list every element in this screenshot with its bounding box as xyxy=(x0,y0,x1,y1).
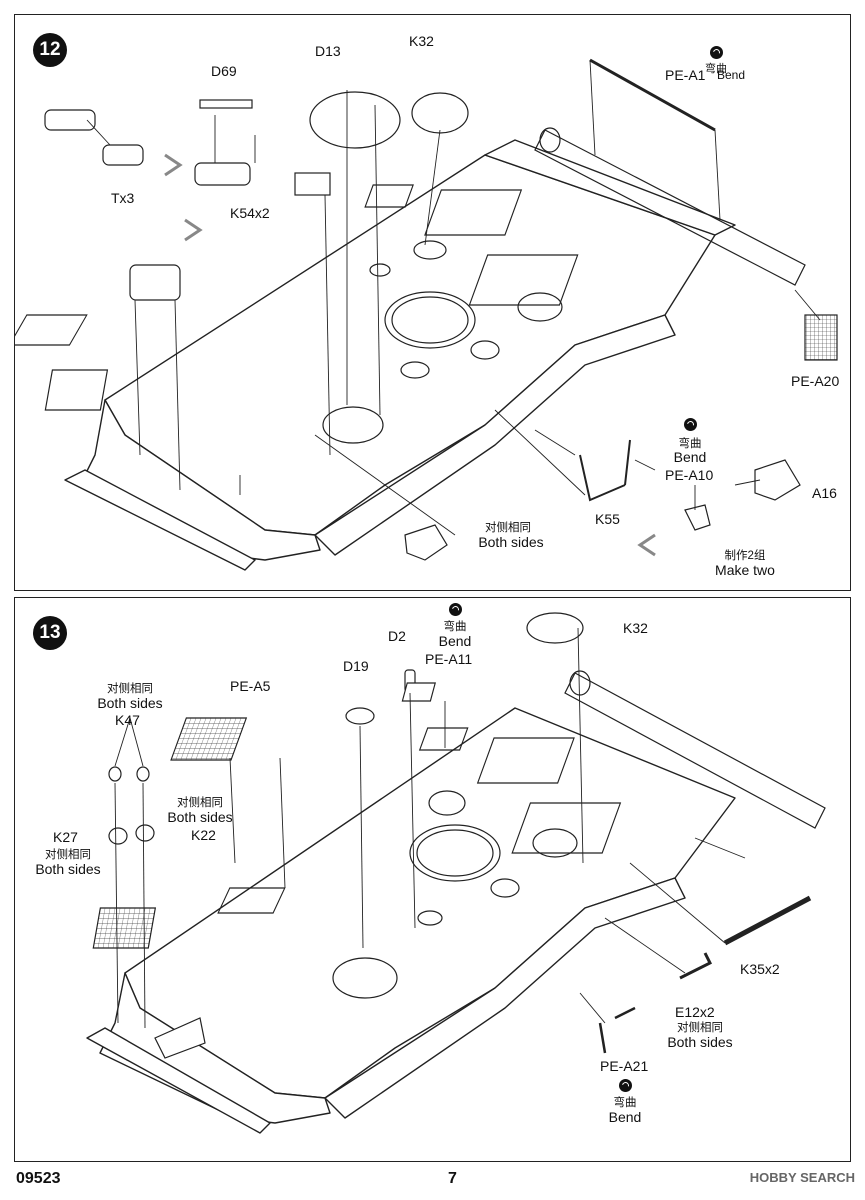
label-pe-a10: PE-A10 xyxy=(665,467,714,483)
k27-both-cn: 对侧相同 xyxy=(45,849,91,861)
label-pe-a21-bend: Bend xyxy=(608,1109,642,1125)
k22-both-cn: 对侧相同 xyxy=(177,797,223,809)
front-glacis xyxy=(64,469,256,571)
label-e12x2: E12x2 xyxy=(675,1004,715,1020)
step-12-drawing xyxy=(15,58,838,571)
footer-page-number: 7 xyxy=(448,1170,457,1187)
bend-icon xyxy=(618,1078,632,1092)
e12-both-cn: 对侧相同 xyxy=(677,1022,723,1034)
bend-cn: 弯曲 xyxy=(678,438,702,450)
label-k32: K32 xyxy=(409,33,434,49)
label-pe-a11: PE-A11 xyxy=(425,651,473,667)
label-d69: D69 xyxy=(211,63,237,79)
label-k27-both: Both sides xyxy=(35,861,101,877)
both-sides-cn: 对侧相同 xyxy=(485,522,531,534)
front-glacis xyxy=(86,1027,271,1134)
label-k22-both: Both sides xyxy=(167,809,233,825)
bend-cn: 弯曲 xyxy=(443,621,467,633)
unditching-log xyxy=(564,672,826,829)
bend-icon xyxy=(448,602,462,616)
label-make-two: Make two xyxy=(715,562,775,578)
driver-hatch xyxy=(332,957,398,999)
label-k32: K32 xyxy=(623,620,648,636)
label-both-sides: Both sides xyxy=(478,534,544,550)
bend-icon xyxy=(683,417,697,431)
label-tx3: Tx3 xyxy=(111,190,135,206)
bend-cn: 弯曲 xyxy=(613,1097,637,1109)
label-pe-a20: PE-A20 xyxy=(791,373,840,389)
label-k47: K47 xyxy=(115,712,140,728)
step-number: 12 xyxy=(33,33,67,67)
step-number: 13 xyxy=(33,616,67,650)
label-pe-a5: PE-A5 xyxy=(230,678,271,694)
label-a16: A16 xyxy=(812,485,837,501)
bend-icon xyxy=(709,45,723,59)
hull-side xyxy=(79,399,321,561)
label-k47-both: Both sides xyxy=(97,695,163,711)
label-e12-both: Both sides xyxy=(667,1034,733,1050)
side-skirt xyxy=(314,314,676,556)
label-d19: D19 xyxy=(343,658,369,674)
driver-hatch xyxy=(322,406,384,444)
bend-cn: 弯曲 xyxy=(705,63,727,75)
label-d2: D2 xyxy=(388,628,406,644)
unditching-log xyxy=(534,129,806,286)
rear-deck xyxy=(484,139,736,236)
watermark: HOBBY SEARCH xyxy=(749,1170,855,1185)
make-two-cn: 制作2组 xyxy=(724,550,766,562)
side-skirt xyxy=(324,877,686,1119)
label-k22: K22 xyxy=(191,827,216,843)
label-pe-a21: PE-A21 xyxy=(600,1058,649,1074)
label-d13: D13 xyxy=(315,43,341,59)
label-k55: K55 xyxy=(595,511,620,527)
label-pe-a10-bend: Bend xyxy=(673,449,707,465)
label-pe-a11-bend: Bend xyxy=(438,633,472,649)
d13-part xyxy=(309,91,401,149)
label-k35x2: K35x2 xyxy=(740,961,780,977)
label-k54x2: K54x2 xyxy=(230,205,270,221)
footer-code: 09523 xyxy=(16,1170,61,1187)
step-13-panel: 13 xyxy=(14,597,851,1162)
k32-part xyxy=(526,612,584,644)
k47-both-cn: 对侧相同 xyxy=(107,683,153,695)
label-pe-a1: PE-A1 xyxy=(665,67,706,83)
label-k27: K27 xyxy=(53,829,78,845)
step-13-drawing xyxy=(86,612,826,1134)
k32-part xyxy=(411,92,469,134)
label-pe-a1-bend: Bend xyxy=(717,68,746,82)
cupola-ring xyxy=(384,291,476,349)
step-12-panel: 12 xyxy=(14,14,851,591)
d19-part xyxy=(345,707,375,725)
